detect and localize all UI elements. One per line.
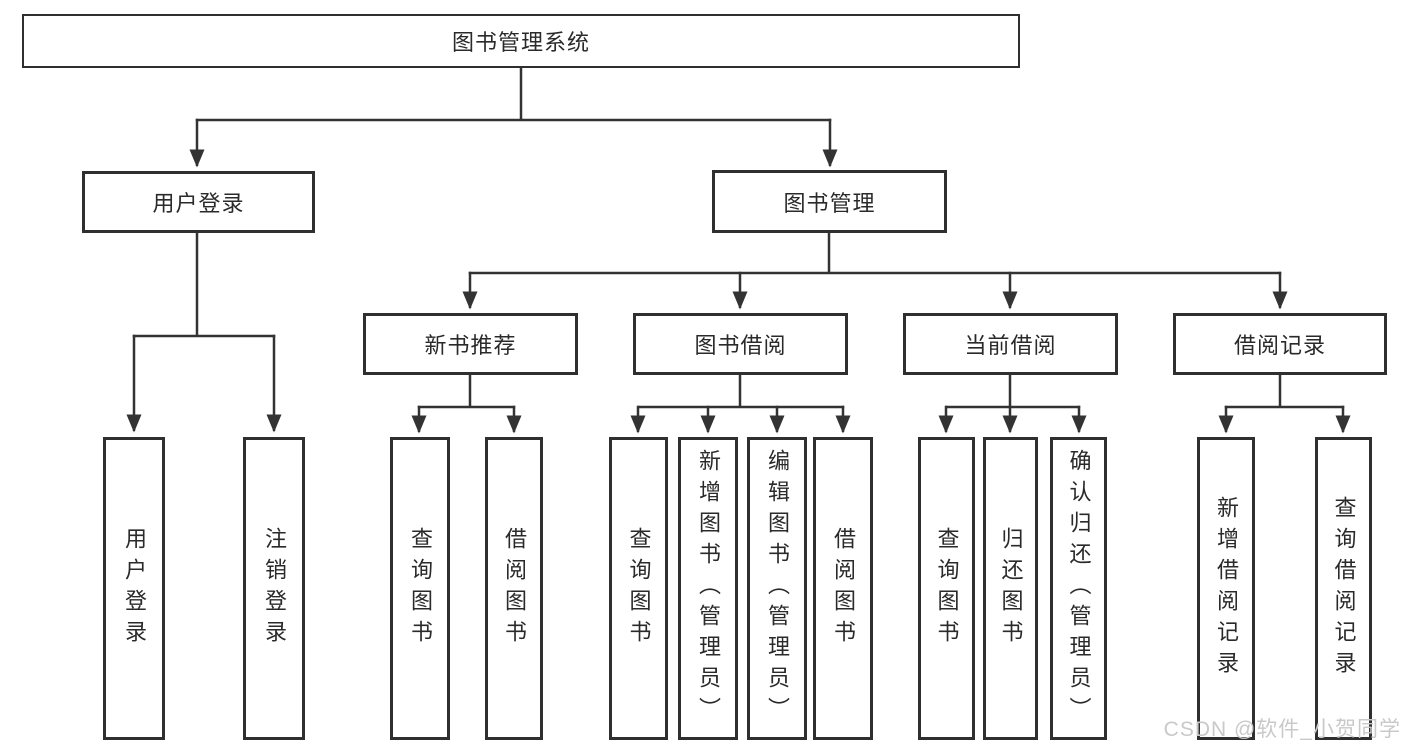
csdn-watermark: CSDN @软件_小贺同学 — [1163, 718, 1401, 741]
leaf-edit-books-admin: 编辑图书（管理员） — [747, 437, 807, 740]
node-label: 图书管理系统 — [451, 30, 590, 55]
node-label: 借阅记录 — [1233, 333, 1326, 358]
leaf-return-books: 归还图书 — [983, 437, 1038, 740]
node-current-borrowing: 当前借阅 — [903, 313, 1118, 375]
node-label: 借阅图书 — [831, 526, 856, 651]
node-label: 新增图书（管理员） — [696, 449, 721, 728]
leaf-confirm-return-admin: 确认归还（管理员） — [1050, 437, 1107, 740]
leaf-query-books-recommend: 查询图书 — [390, 437, 450, 740]
node-label: 查询图书 — [408, 526, 433, 651]
leaf-query-books-current: 查询图书 — [918, 437, 975, 740]
node-user-login: 用户登录 — [82, 171, 315, 233]
node-label: 借阅图书 — [502, 526, 527, 651]
node-borrowing-records: 借阅记录 — [1173, 313, 1387, 375]
node-label: 查询借阅记录 — [1331, 495, 1357, 682]
node-label: 当前借阅 — [964, 333, 1057, 358]
node-library-management-system: 图书管理系统 — [22, 14, 1020, 68]
node-label: 归还图书 — [998, 526, 1024, 651]
node-label: 确认归还（管理员） — [1066, 449, 1092, 728]
node-label: 用户登录 — [152, 191, 245, 216]
node-label: 图书管理 — [783, 190, 876, 216]
leaf-query-borrow-record: 查询借阅记录 — [1315, 437, 1372, 740]
leaf-user-login: 用户登录 — [103, 437, 165, 740]
node-book-borrowing: 图书借阅 — [633, 313, 848, 375]
leaf-add-books-admin: 新增图书（管理员） — [678, 437, 738, 740]
node-label: 新增借阅记录 — [1214, 495, 1239, 682]
node-label: 新书推荐 — [424, 333, 517, 358]
leaf-borrow-books: 借阅图书 — [813, 437, 873, 740]
node-label: 图书借阅 — [694, 333, 787, 358]
node-label: 查询图书 — [934, 526, 960, 651]
node-label: 编辑图书（管理员） — [765, 449, 790, 728]
node-label: 用户登录 — [122, 526, 147, 651]
leaf-query-books-borrow: 查询图书 — [609, 437, 668, 740]
node-label: 注销登录 — [262, 526, 287, 651]
leaf-logout: 注销登录 — [243, 437, 305, 740]
leaf-borrow-books-recommend: 借阅图书 — [485, 437, 543, 740]
leaf-add-borrow-record: 新增借阅记录 — [1197, 437, 1255, 740]
node-new-book-recommend: 新书推荐 — [363, 313, 578, 375]
node-book-management: 图书管理 — [712, 170, 947, 233]
node-label: 查询图书 — [626, 526, 652, 651]
